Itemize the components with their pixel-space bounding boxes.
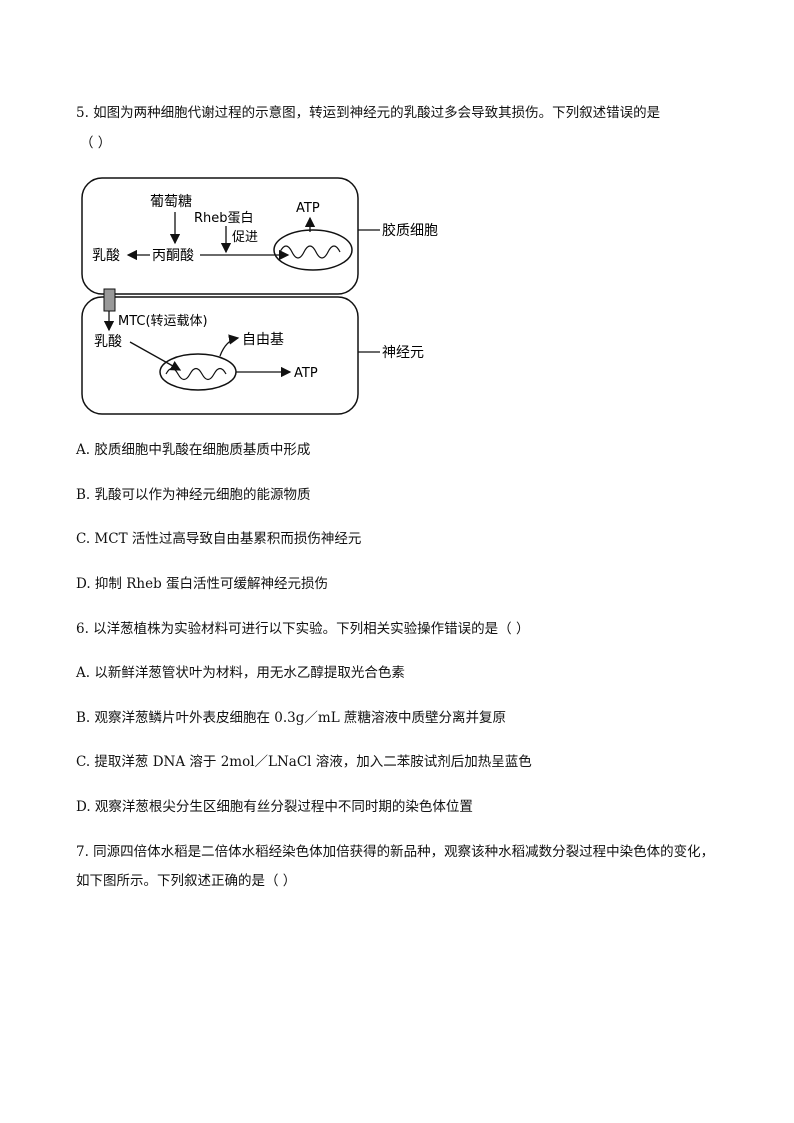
- lactate-top-label: 乳酸: [92, 248, 120, 264]
- q6-option-a: A. 以新鲜洋葱管状叶为材料，用无水乙醇提取光合色素: [76, 665, 405, 681]
- mitochondrion-top: [273, 229, 353, 271]
- q5-stem: 5. 如图为两种细胞代谢过程的示意图，转运到神经元的乳酸过多会导致其损伤。下列叙…: [76, 105, 661, 121]
- q5-option-d: D. 抑制 Rheb 蛋白活性可缓解神经元损伤: [76, 576, 328, 592]
- glucose-label: 葡萄糖: [150, 194, 192, 210]
- q5-option-c: C. MCT 活性过高导致自由基累积而损伤神经元: [76, 531, 362, 547]
- mtc-transporter: [103, 288, 116, 312]
- atp-bottom-label: ATP: [294, 366, 318, 381]
- mtc-label: MTC(转运载体): [118, 314, 208, 329]
- q6-option-c: C. 提取洋葱 DNA 溶于 2mol／LNaCl 溶液，加入二苯胺试剂后加热呈…: [76, 754, 532, 770]
- q7-stem-cont: 如下图所示。下列叙述正确的是（ ）: [76, 873, 297, 889]
- pyruvate-label: 丙酮酸: [152, 248, 194, 264]
- lactate-bottom-label: 乳酸: [94, 334, 122, 350]
- neuron-box: [81, 296, 359, 415]
- q5-paren: （ ）: [80, 135, 112, 151]
- glial-cell-box: [81, 177, 359, 295]
- q5-option-a: A. 胶质细胞中乳酸在细胞质基质中形成: [76, 442, 311, 458]
- promote-label: 促进: [232, 230, 258, 245]
- q7-stem: 7. 同源四倍体水稻是二倍体水稻经染色体加倍获得的新品种，观察该种水稻减数分裂过…: [76, 844, 715, 860]
- q6-option-d: D. 观察洋葱根尖分生区细胞有丝分裂过程中不同时期的染色体位置: [76, 799, 473, 815]
- rheb-label: Rheb蛋白: [194, 210, 254, 226]
- mitochondrion-bottom: [159, 353, 237, 391]
- atp-top-label: ATP: [296, 201, 320, 216]
- cell-metabolism-diagram: 葡萄糖 Rheb蛋白 促进 乳酸 丙酮酸 ATP 胶质细胞 MTC(转运载体) …: [81, 177, 438, 415]
- lactate-to-mito-arrow: [129, 341, 182, 371]
- q6-stem: 6. 以洋葱植株为实验材料可进行以下实验。下列相关实验操作错误的是（ ）: [76, 621, 530, 637]
- q6-option-b: B. 观察洋葱鳞片叶外表皮细胞在 0.3g／mL 蔗糖溶液中质壁分离并复原: [76, 710, 506, 726]
- glia-label: 胶质细胞: [382, 222, 438, 239]
- neuron-label: 神经元: [382, 345, 424, 361]
- free-radical-label: 自由基: [242, 331, 284, 348]
- q5-option-b: B. 乳酸可以作为神经元细胞的能源物质: [76, 487, 311, 503]
- mito-to-free-radical-arrow: [219, 334, 240, 357]
